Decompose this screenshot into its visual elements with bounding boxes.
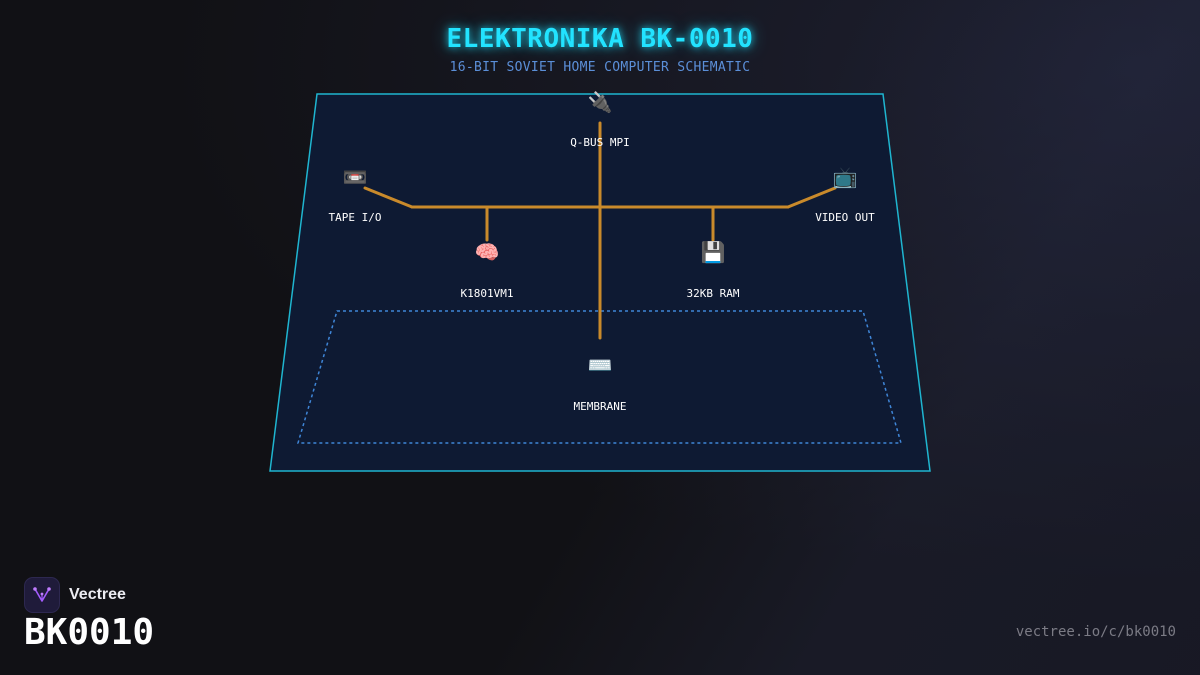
keyboard-icon: ⌨️ [588,353,613,377]
page-title: ELEKTRONIKA BK-0010 [446,24,754,54]
node-label-video: VIDEO OUT [815,211,875,224]
node-ram[interactable]: 💾 32KB RAM [687,240,740,300]
wire-video [786,186,837,209]
bus-wires [363,121,837,340]
node-keyboard[interactable]: ⌨️ MEMBRANE [574,353,627,413]
keyboard-zone-outline [296,310,902,444]
node-label-tape: TAPE I/O [329,211,382,224]
node-label-keyboard: MEMBRANE [574,400,627,413]
node-label-cpu: K1801VM1 [461,287,514,300]
tv-icon: 📺 [833,165,858,189]
brain-icon: 🧠 [475,240,500,264]
node-label-qbus: Q-BUS MPI [570,136,630,149]
node-cpu[interactable]: 🧠 K1801VM1 [461,240,514,300]
vectree-logo-icon [24,577,60,613]
floppy-icon: 💾 [701,240,726,264]
node-video[interactable]: 📺 VIDEO OUT [815,165,875,224]
node-qbus[interactable]: 🔌 Q-BUS MPI [570,90,630,149]
node-label-ram: 32KB RAM [687,287,740,300]
model-name: BK0010 [24,612,155,653]
brand-name: Vectree [69,586,126,603]
cassette-icon: 📼 [343,165,368,189]
node-tape[interactable]: 📼 TAPE I/O [329,165,382,224]
course-url[interactable]: vectree.io/c/bk0010 [1015,624,1176,640]
wire-tape [363,186,414,209]
plug-icon: 🔌 [588,90,613,114]
brand-block[interactable]: Vectree [24,577,126,613]
page-subtitle: 16-BIT SOVIET HOME COMPUTER SCHEMATIC [449,60,751,75]
